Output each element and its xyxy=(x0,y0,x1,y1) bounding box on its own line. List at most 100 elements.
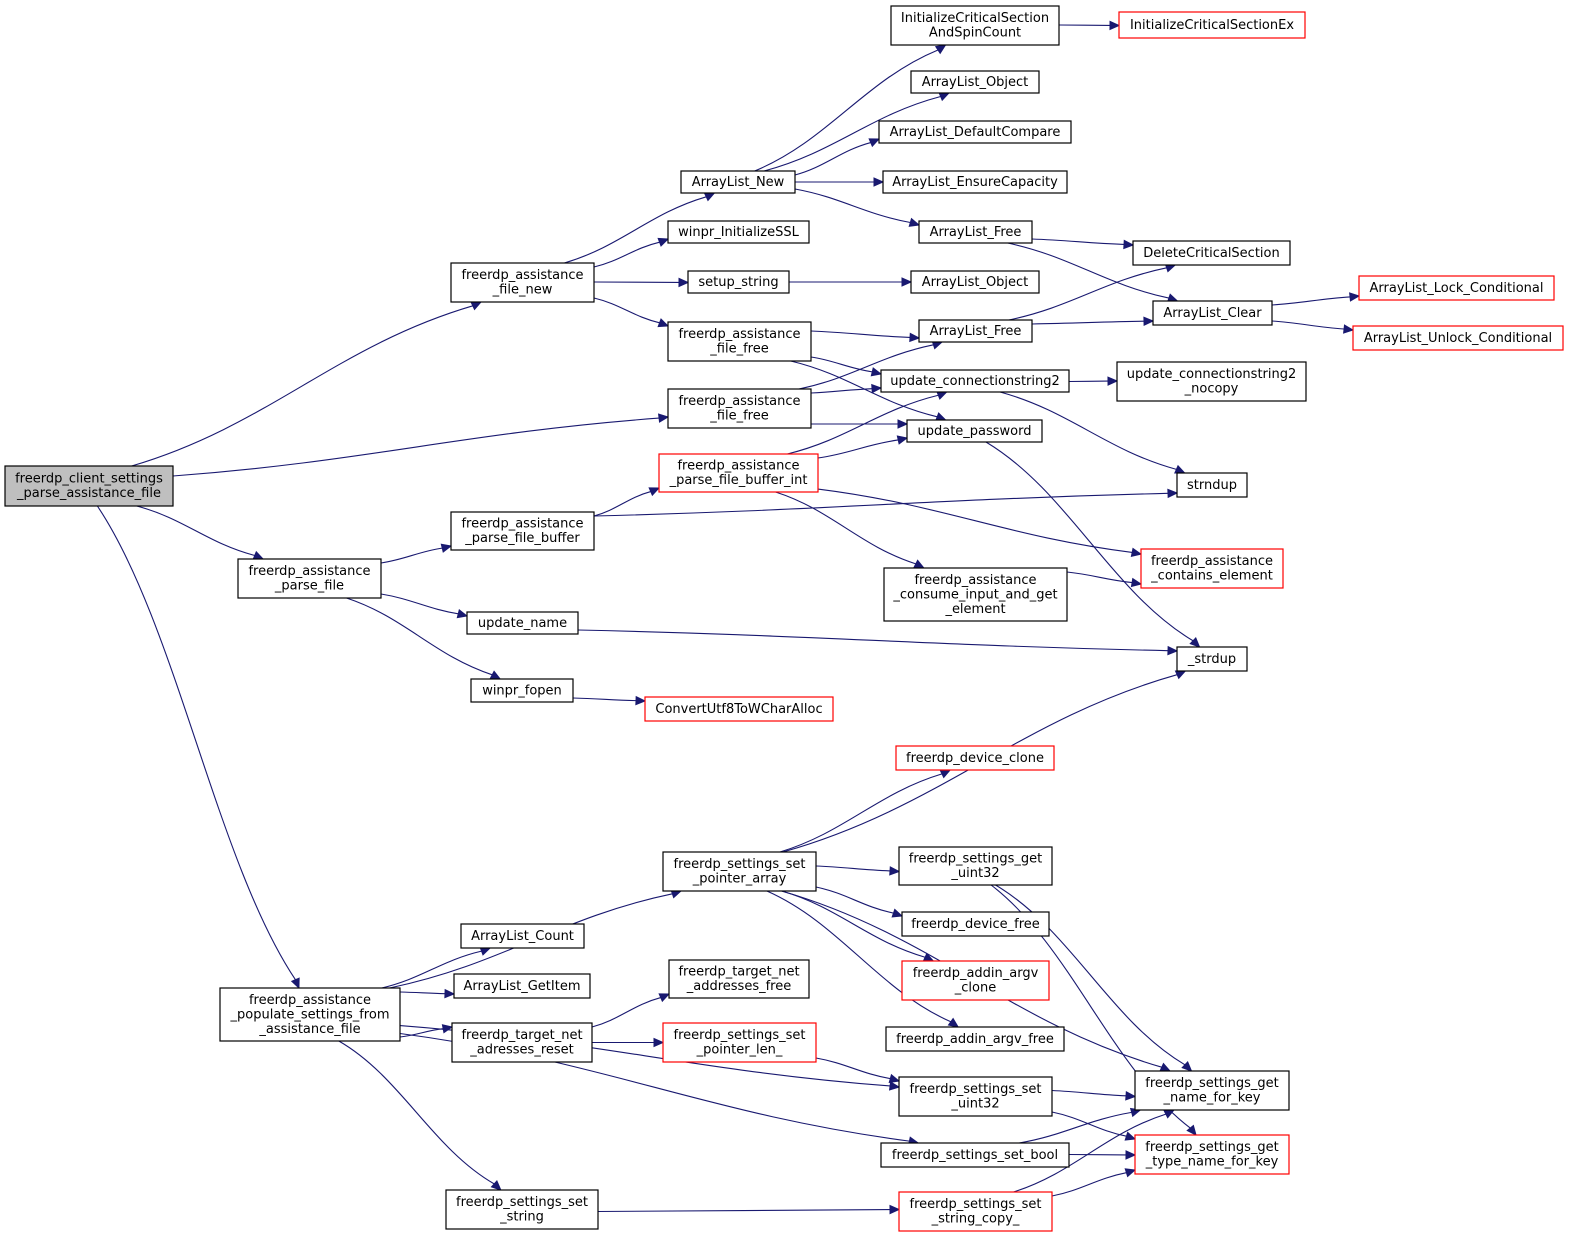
function-node-set-ptr-len[interactable]: freerdp_settings_set_pointer_len_ xyxy=(662,1022,817,1063)
function-node-winpr-fopen[interactable]: winpr_fopen xyxy=(470,678,574,703)
function-node-populate[interactable]: freerdp_assistance_populate_settings_fro… xyxy=(219,987,401,1042)
function-node-al-ensure[interactable]: ArrayList_EnsureCapacity xyxy=(882,170,1068,194)
function-node-del-cs[interactable]: DeleteCriticalSection xyxy=(1132,240,1291,266)
function-node-parse-file[interactable]: freerdp_assistance_parse_file xyxy=(237,558,382,599)
node-label-line: InitializeCriticalSection xyxy=(901,11,1049,26)
arrowhead xyxy=(657,318,670,328)
function-node-get-uint32[interactable]: freerdp_settings_get_uint32 xyxy=(898,846,1053,886)
node-label-line: freerdp_client_settings xyxy=(15,472,163,487)
function-node-update-name[interactable]: update_name xyxy=(466,611,579,635)
function-node-setup-string[interactable]: setup_string xyxy=(687,270,790,294)
node-label-line: freerdp_assistance xyxy=(678,327,800,342)
call-edge-set_ptr_array-to-dev_clone xyxy=(779,769,952,853)
arrowhead xyxy=(1343,324,1355,334)
arrowhead xyxy=(888,1081,901,1091)
arrowhead xyxy=(1124,1168,1137,1178)
arrowhead xyxy=(1181,1061,1193,1072)
function-node-file-new[interactable]: freerdp_assistance_file_new xyxy=(450,262,595,303)
arrowhead xyxy=(441,1024,454,1034)
function-node-parse-buf[interactable]: freerdp_assistance_parse_file_buffer xyxy=(450,511,595,551)
function-node-strndup[interactable]: strndup xyxy=(1176,472,1248,498)
arrowhead xyxy=(936,390,948,400)
function-node-init-cs-ex[interactable]: InitializeCriticalSectionEx xyxy=(1118,11,1306,39)
arrowhead xyxy=(1124,1131,1137,1141)
arrowhead xyxy=(648,487,661,497)
function-node-dev-clone[interactable]: freerdp_device_clone xyxy=(895,745,1055,771)
function-node-upd-pass[interactable]: update_password xyxy=(906,419,1043,443)
function-node-upd-conn2[interactable]: update_connectionstring2 xyxy=(880,369,1070,393)
node-box xyxy=(667,388,812,429)
call-edge-arraylist_new-to-al_ensure xyxy=(795,177,885,187)
call-edge-parse_buf_int-to-contains xyxy=(817,488,1143,557)
node-label-line: freerdp_settings_get xyxy=(1145,1076,1278,1091)
function-node-convert-utf8[interactable]: ConvertUtf8ToWCharAlloc xyxy=(644,696,834,722)
function-node-winpr-ssl[interactable]: winpr_InitializeSSL xyxy=(667,220,810,244)
arrowhead xyxy=(653,1037,665,1048)
function-node-al-clear[interactable]: ArrayList_Clear xyxy=(1152,300,1273,326)
arrowhead xyxy=(490,1180,502,1191)
node-box xyxy=(883,567,1068,622)
node-box xyxy=(898,846,1053,886)
call-edge-upd_conn2-to-strndup xyxy=(999,391,1186,474)
function-node-upd-conn2-nc[interactable]: update_connectionstring2_nocopy xyxy=(1116,361,1307,402)
node-label-line: _pointer_len_ xyxy=(696,1043,783,1058)
function-node-strdup[interactable]: _strdup xyxy=(1176,646,1248,672)
function-node-consume[interactable]: freerdp_assistance_consume_input_and_get… xyxy=(883,567,1068,622)
function-node-al-getitem[interactable]: ArrayList_GetItem xyxy=(453,973,591,999)
function-node-set-uint32[interactable]: freerdp_settings_set_uint32 xyxy=(898,1076,1053,1117)
node-label-line: ArrayList_Object xyxy=(922,75,1029,90)
node-box xyxy=(644,696,834,722)
function-node-arraylist-new[interactable]: ArrayList_New xyxy=(680,170,796,194)
function-node-al-defcmp[interactable]: ArrayList_DefaultCompare xyxy=(878,120,1072,144)
node-label-line: _adresses_reset xyxy=(469,1043,574,1058)
node-box xyxy=(918,220,1033,244)
function-node-file-free-main[interactable]: freerdp_assistance_file_free xyxy=(667,388,812,429)
function-node-al-unlock[interactable]: ArrayList_Unlock_Conditional xyxy=(1352,325,1564,351)
arrowhead xyxy=(444,988,456,999)
call-edge-set_ptr_array-to-get_uint32 xyxy=(815,865,901,876)
arrowhead xyxy=(922,952,935,962)
node-box xyxy=(668,959,810,999)
function-node-file-free-sub[interactable]: freerdp_assistance_file_free xyxy=(667,321,812,362)
function-node-name-for-key[interactable]: freerdp_settings_get_name_for_key xyxy=(1134,1070,1290,1111)
arrowhead xyxy=(1174,464,1186,474)
node-label-line: _uint32 xyxy=(950,866,999,881)
function-node-al-object2[interactable]: ArrayList_Object xyxy=(910,270,1040,294)
call-edge-file_free_main-to-upd_pass xyxy=(811,419,909,429)
node-label-line: _file_free xyxy=(709,342,768,357)
function-node-tn-reset[interactable]: freerdp_target_net_adresses_reset xyxy=(451,1022,593,1063)
node-box xyxy=(882,170,1068,194)
function-node-contains[interactable]: freerdp_assistance_contains_element xyxy=(1140,548,1284,589)
function-node-al-free1[interactable]: ArrayList_Free xyxy=(918,220,1033,244)
node-label-line: update_connectionstring2 xyxy=(1127,367,1297,382)
node-label-line: ArrayList_Lock_Conditional xyxy=(1370,281,1544,296)
function-node-type-name[interactable]: freerdp_settings_get_type_name_for_key xyxy=(1134,1134,1290,1175)
call-edge-upd_conn2-to-upd_conn2_nc xyxy=(1068,376,1119,386)
function-node-client-parse[interactable]: freerdp_client_settings_parse_assistance… xyxy=(4,465,174,507)
call-edge-file_free_main-to-upd_conn2 xyxy=(810,383,883,394)
function-node-parse-buf-int[interactable]: freerdp_assistance_parse_file_buffer_int xyxy=(658,453,819,493)
node-box xyxy=(680,170,796,194)
call-edge-client_parse-to-populate xyxy=(96,505,300,990)
function-node-al-count[interactable]: ArrayList_Count xyxy=(460,923,585,949)
function-node-al-lock[interactable]: ArrayList_Lock_Conditional xyxy=(1358,275,1555,301)
function-node-dev-free[interactable]: freerdp_device_free xyxy=(901,911,1050,937)
call-edge-client_parse-to-file_new xyxy=(131,301,483,467)
arrowhead xyxy=(1130,577,1143,588)
function-node-al-object1[interactable]: ArrayList_Object xyxy=(910,70,1040,94)
node-label-line: freerdp_addin_argv_free xyxy=(896,1032,1054,1047)
call-edge-file_free_sub-to-al_free2 xyxy=(810,330,921,343)
node-label-line: _populate_settings_from xyxy=(230,1007,390,1022)
function-node-addin-free[interactable]: freerdp_addin_argv_free xyxy=(885,1026,1065,1052)
function-node-addin-clone[interactable]: freerdp_addin_argv_clone xyxy=(901,960,1050,1001)
function-node-tn-addr-free[interactable]: freerdp_target_net_addresses_free xyxy=(668,959,810,999)
function-node-set-ptr-array[interactable]: freerdp_settings_set_pointer_array xyxy=(662,851,817,892)
function-node-set-bool[interactable]: freerdp_settings_set_bool xyxy=(880,1142,1070,1168)
call-edge-file_new-to-file_free_sub xyxy=(593,297,670,328)
function-node-al-free2[interactable]: ArrayList_Free xyxy=(918,319,1033,343)
node-label-line: InitializeCriticalSectionEx xyxy=(1130,18,1294,33)
function-node-set-str-copy[interactable]: freerdp_settings_set_string_copy_ xyxy=(898,1191,1053,1232)
arrowhead xyxy=(889,1204,901,1215)
function-node-set-string[interactable]: freerdp_settings_set_string xyxy=(445,1189,599,1230)
